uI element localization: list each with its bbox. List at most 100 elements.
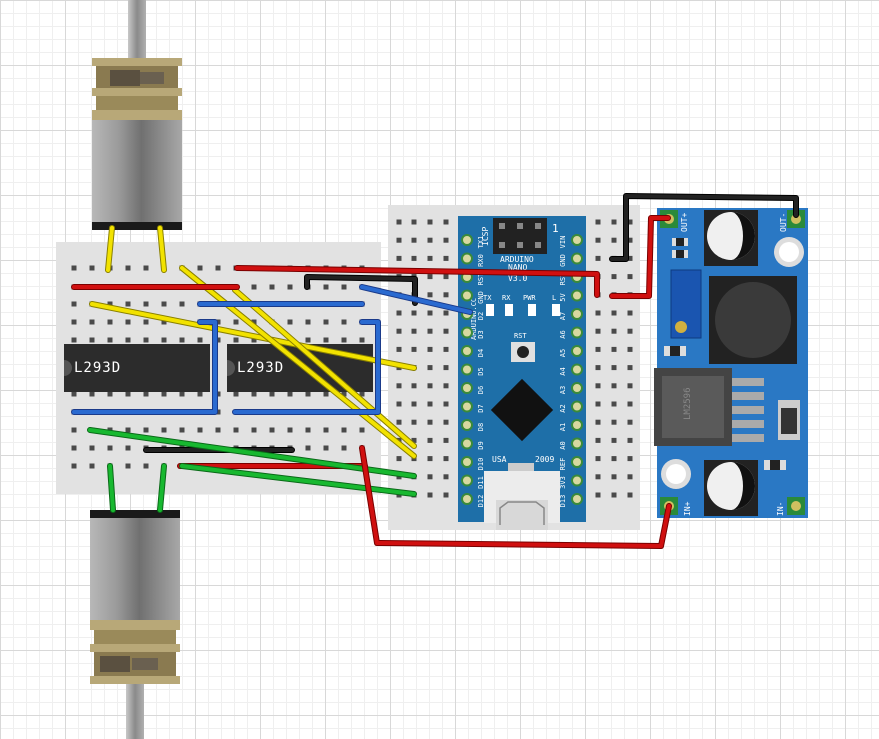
breadboard-hole	[143, 391, 149, 397]
breadboard-hole	[627, 383, 633, 389]
breadboard-hole	[233, 319, 239, 325]
breadboard-hole	[411, 419, 417, 425]
breadboard-hole	[595, 456, 601, 462]
nano-icsp-label: ICSP	[481, 227, 490, 246]
breadboard-hole	[287, 319, 293, 325]
breadboard-hole	[611, 365, 617, 371]
breadboard-hole	[627, 437, 633, 443]
breadboard-hole	[411, 237, 417, 243]
breadboard-hole	[443, 219, 449, 225]
breadboard-hole	[251, 391, 257, 397]
breadboard-hole	[161, 301, 167, 307]
nano-pin-right	[571, 400, 583, 413]
breadboard-hole	[443, 437, 449, 443]
nano-pin-left	[461, 419, 473, 431]
breadboard-hole	[233, 337, 239, 343]
breadboard-hole	[595, 310, 601, 316]
breadboard-hole	[107, 337, 113, 343]
nano-pin-label-left: RST	[477, 272, 485, 285]
nano-pin-label-right: A2	[559, 404, 567, 412]
breadboard-hole	[595, 237, 601, 243]
breadboard-hole	[427, 274, 433, 280]
breadboard-hole	[341, 337, 347, 343]
breadboard-hole	[427, 255, 433, 261]
breadboard-hole	[411, 401, 417, 407]
breadboard-hole	[443, 274, 449, 280]
breadboard-hole	[71, 319, 77, 325]
nano-pin-label-right: 5V	[559, 293, 567, 302]
breadboard-hole	[305, 337, 311, 343]
nano-pin-label-right: A0	[559, 441, 567, 449]
breadboard-hole	[359, 427, 365, 433]
breadboard-hole	[396, 456, 402, 462]
breadboard-hole	[125, 301, 131, 307]
breadboard-hole	[305, 445, 311, 451]
nano-leds: TX RX PWR L	[483, 294, 560, 316]
breadboard-hole	[443, 492, 449, 498]
breadboard-hole	[595, 255, 601, 261]
breadboard-hole	[443, 346, 449, 352]
breadboard-hole	[611, 474, 617, 480]
nano-pin-label-right: A6	[559, 330, 567, 338]
nano-pin-label-left: D7	[477, 404, 485, 412]
breadboard-hole	[427, 219, 433, 225]
nano-pin-left	[461, 252, 473, 265]
l293d-chip-1: L293D	[64, 344, 210, 392]
breadboard-hole	[125, 265, 131, 271]
breadboard-hole	[627, 492, 633, 498]
breadboard-hole	[143, 427, 149, 433]
breadboard-hole	[179, 427, 185, 433]
nano-reset-button[interactable]	[517, 346, 529, 358]
breadboard-hole	[396, 255, 402, 261]
breadboard-hole	[161, 427, 167, 433]
breadboard-hole	[611, 274, 617, 280]
breadboard-hole	[443, 255, 449, 261]
breadboard-hole	[341, 445, 347, 451]
nano-pin-label-right: A7	[559, 312, 567, 320]
breadboard-hole	[627, 274, 633, 280]
breadboard-hole	[411, 437, 417, 443]
breadboard-hole	[341, 391, 347, 397]
breadboard-hole	[595, 401, 601, 407]
breadboard-hole	[411, 255, 417, 261]
breadboard-hole	[611, 310, 617, 316]
nano-pin-label-right: 3V3	[559, 476, 567, 489]
breadboard-hole	[179, 391, 185, 397]
breadboard-hole	[71, 427, 77, 433]
breadboard-hole	[107, 301, 113, 307]
breadboard-hole	[396, 383, 402, 389]
nano-usa: USA	[492, 455, 507, 464]
breadboard-hole	[627, 346, 633, 352]
l293d-chip-2: L293D	[227, 344, 373, 392]
breadboard-hole	[595, 437, 601, 443]
breadboard-hole	[411, 383, 417, 389]
breadboard-hole	[251, 427, 257, 433]
nano-pin-label-left: D3	[477, 330, 485, 338]
nano-pin-right	[571, 308, 583, 320]
nano-pin-label-left: D11	[477, 476, 485, 489]
breadboard-hole	[89, 463, 95, 469]
nano-pin-left	[461, 363, 473, 376]
nano-year: 2009	[535, 455, 554, 464]
breadboard-hole	[305, 427, 311, 433]
breadboard-hole	[611, 492, 617, 498]
breadboard-hole	[143, 301, 149, 307]
nano-version: V3.0	[508, 274, 527, 283]
chip-label-2: L293D	[237, 360, 284, 376]
nano-pin-right	[571, 289, 583, 302]
breadboard-hole	[595, 219, 601, 225]
breadboard-hole	[611, 419, 617, 425]
nano-pin-right	[571, 363, 583, 376]
breadboard-hole	[427, 237, 433, 243]
nano-pin-label-left: D12	[477, 495, 485, 508]
breadboard-hole	[611, 401, 617, 407]
nano-led-l: L	[552, 294, 556, 302]
breadboard-hole	[427, 346, 433, 352]
nano-pin-right	[571, 345, 583, 357]
nano-pin-left	[461, 437, 473, 450]
nano-pin-label-right: A3	[559, 386, 567, 394]
buck-chip-label: LM2596	[683, 387, 693, 420]
nano-pin1-label: 1	[552, 222, 559, 235]
arduino-nano: ICSP 1 ARDUINO NANO V3.0 TX RX PWR L ARD…	[458, 216, 586, 530]
breadboard-hole	[595, 346, 601, 352]
